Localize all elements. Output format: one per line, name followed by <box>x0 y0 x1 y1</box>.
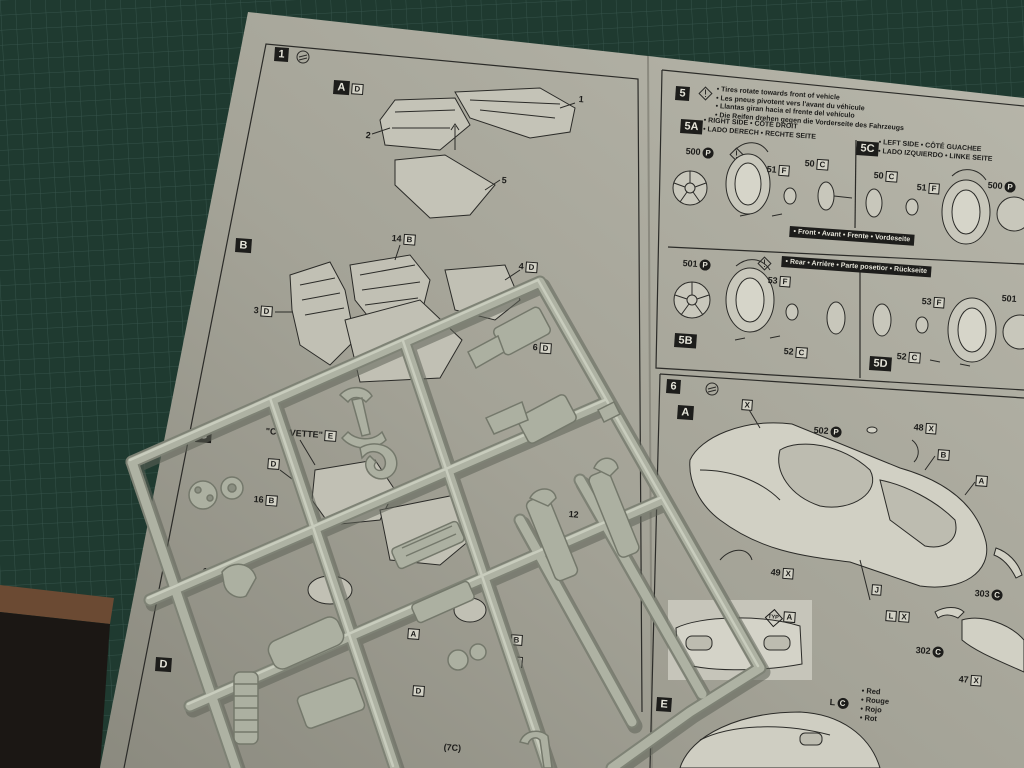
tool-circle-icon <box>705 382 719 396</box>
warning-diamond-icon <box>698 86 713 101</box>
step1-panel-b-engine-parts <box>275 244 521 383</box>
spring-part <box>233 671 259 745</box>
step1-panel-a-parts <box>371 87 576 219</box>
page-frames <box>123 43 1024 768</box>
anchor-part <box>338 386 387 449</box>
block-part <box>296 677 366 729</box>
step5-wheel-diagrams <box>672 142 1024 367</box>
steering-wheel-part <box>188 476 244 510</box>
step6-rear-drawing <box>679 711 881 768</box>
cylinder-part <box>267 616 345 670</box>
curved-part <box>359 443 398 480</box>
hook-part <box>519 730 553 768</box>
engine-block-part <box>391 520 487 671</box>
small-bracket-part <box>221 563 257 598</box>
rim-5a <box>672 170 708 206</box>
step6-car-body-drawing <box>689 407 1024 673</box>
tab-part <box>596 400 622 424</box>
tool-circle-icon <box>296 50 310 64</box>
sprue-runners <box>125 275 767 768</box>
sprue-parts <box>188 306 640 768</box>
tall-strut-part <box>525 457 640 582</box>
intake-cylinder-part <box>467 306 577 444</box>
rim-5b <box>673 281 711 319</box>
